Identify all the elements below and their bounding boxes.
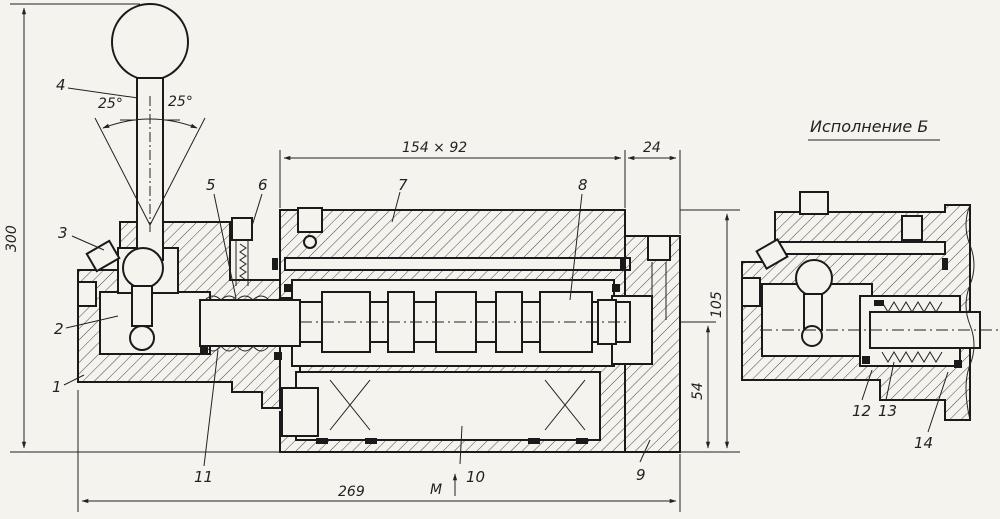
- lever-knob: [111, 3, 189, 81]
- part-label-6: 6: [258, 176, 268, 194]
- view-marker: M: [430, 482, 442, 498]
- spool: [299, 291, 631, 353]
- dim-top-span: 154 × 92: [402, 140, 467, 156]
- part-label-1: 1: [52, 378, 62, 396]
- part-label-14: 14: [914, 434, 933, 452]
- lever-ball: [122, 247, 164, 289]
- part-label-13: 13: [878, 402, 897, 420]
- part-label-9: 9: [636, 466, 646, 484]
- variant-fitting: [901, 215, 923, 241]
- part-label-5: 5: [206, 176, 216, 194]
- dim-top-right: 24: [643, 140, 661, 156]
- variant-leaders: [861, 361, 949, 433]
- dim-right-lower: 54: [690, 382, 706, 400]
- dim-height-total: 300: [4, 225, 20, 252]
- part-label-4: 4: [56, 76, 66, 94]
- main-section-view: [77, 3, 681, 453]
- check-fitting-5: [231, 217, 253, 286]
- top-fitting: [297, 207, 323, 233]
- dim-width-total: 269: [338, 484, 365, 500]
- plunger: [199, 295, 301, 352]
- seals: [200, 258, 626, 444]
- dim-right-height: 105: [709, 291, 725, 318]
- lower-channel: [295, 371, 601, 441]
- variant-top-stud: [799, 191, 829, 215]
- upper-drilling: [284, 257, 631, 271]
- dim-angle-left: 25°: [98, 96, 123, 112]
- right-fitting: [647, 235, 671, 261]
- left-plug: [77, 281, 97, 307]
- variant-b-view: [741, 191, 998, 421]
- part-label-11: 11: [194, 468, 213, 486]
- part-label-2: 2: [54, 320, 64, 338]
- leader-lines: [63, 87, 651, 467]
- drain-fitting: [281, 387, 319, 437]
- part-label-3: 3: [58, 224, 68, 242]
- dim-angle-right: 25°: [168, 94, 193, 110]
- part-label-7: 7: [398, 176, 408, 194]
- part-label-8: 8: [578, 176, 588, 194]
- part-label-12: 12: [852, 402, 871, 420]
- dimension-lines: [10, 3, 740, 512]
- variant-title: Исполнение Б: [810, 117, 928, 136]
- housing-left-cavity: [99, 291, 211, 355]
- part-label-10: 10: [466, 468, 485, 486]
